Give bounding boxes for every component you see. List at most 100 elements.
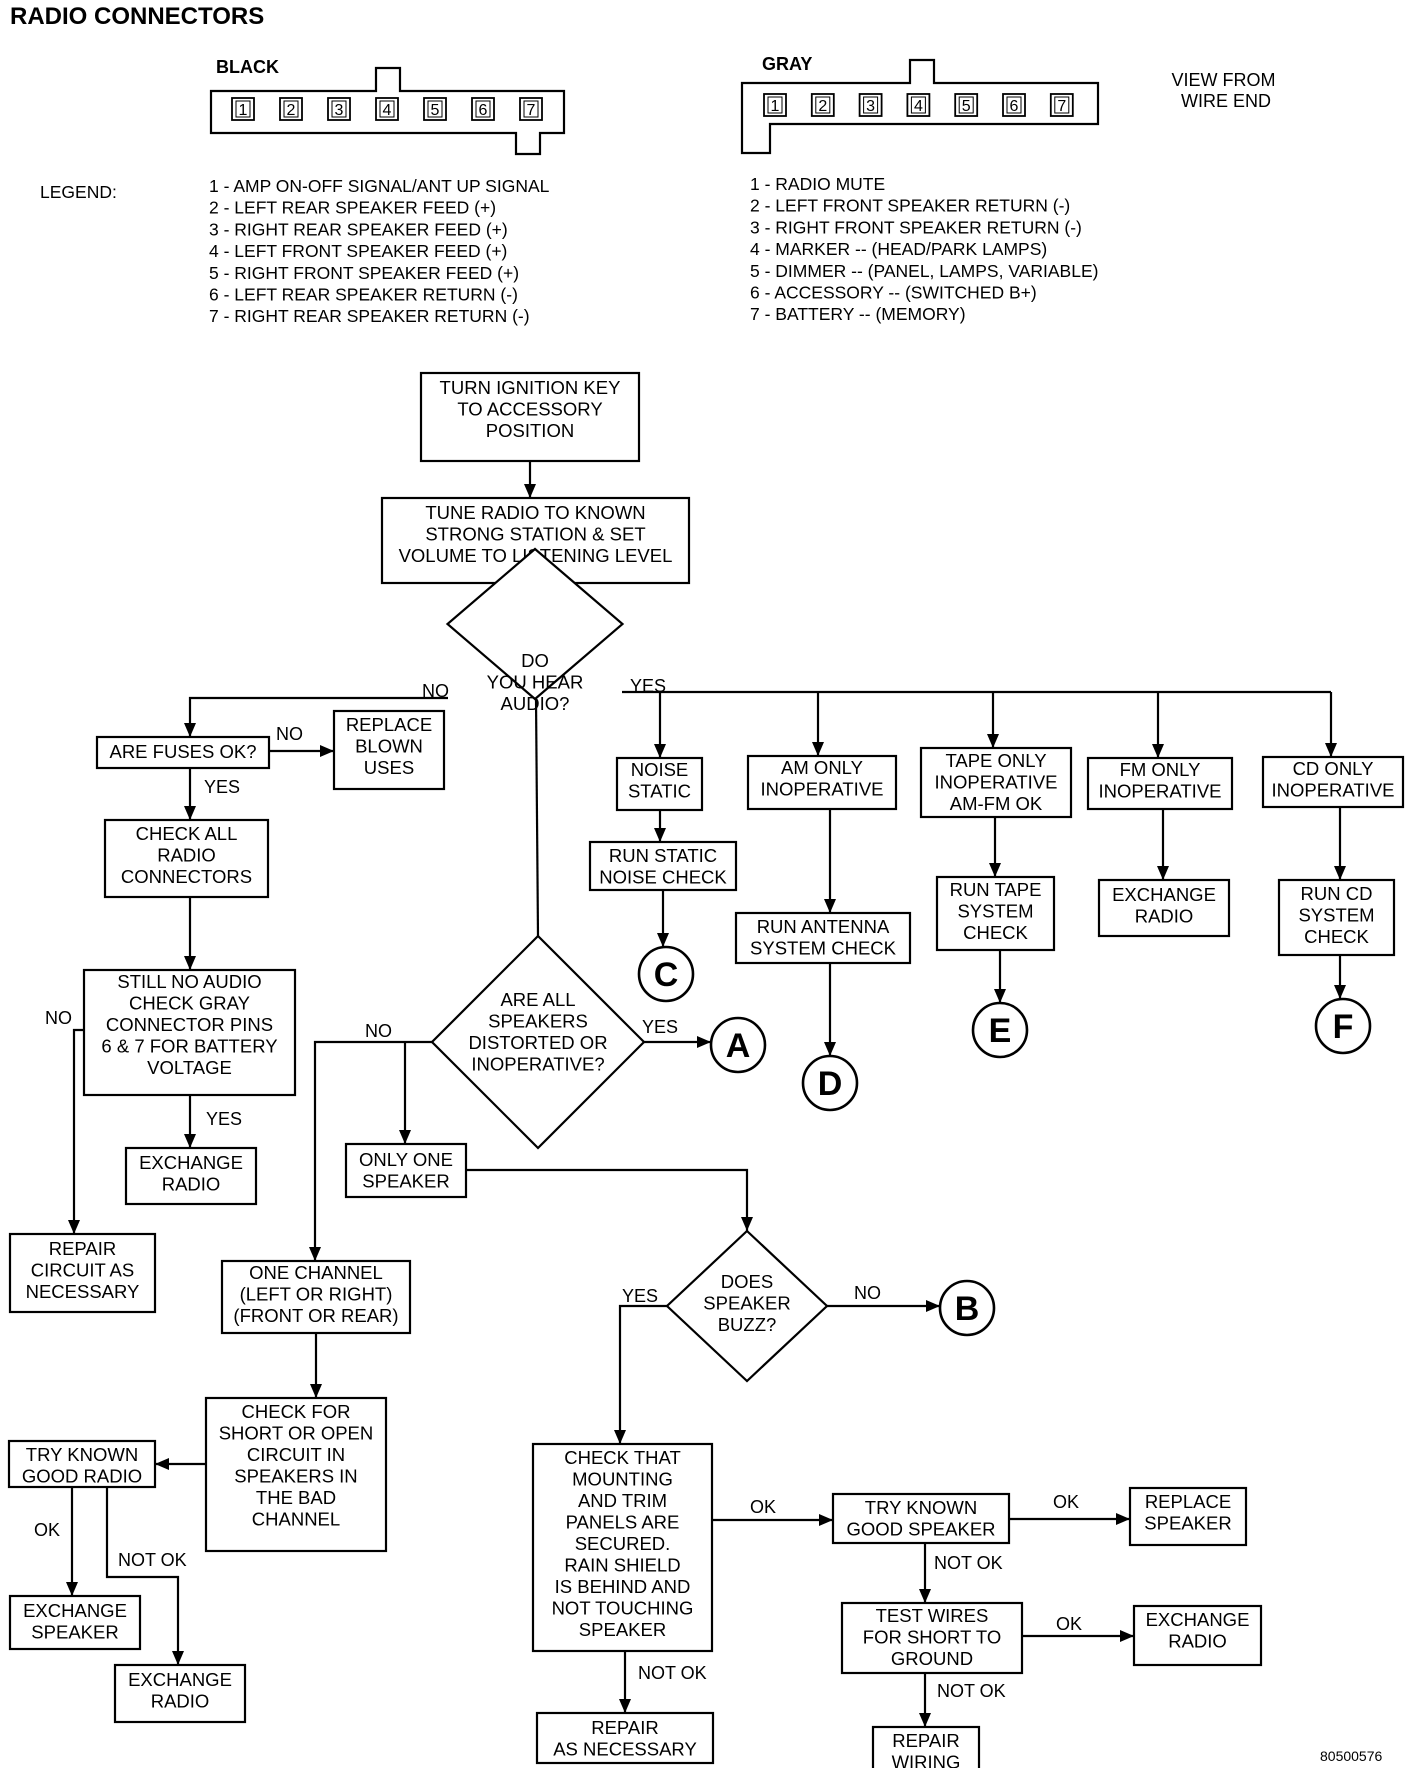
legend-black-item: 7 - RIGHT REAR SPEAKER RETURN (-)	[209, 306, 530, 326]
branch-label-mounting-not-ok: NOT OK	[638, 1663, 707, 1683]
flow-arrow	[619, 1651, 631, 1713]
black-connector-pin	[519, 97, 543, 121]
flow-arrow	[1009, 1513, 1130, 1525]
flow-arrow	[66, 1487, 78, 1596]
flow-arrow	[1022, 1630, 1134, 1642]
branch-label-speakers-no: NO	[365, 1021, 392, 1041]
flow-arrow	[919, 1673, 931, 1727]
branch-label-speaker-ok: OK	[1053, 1492, 1079, 1512]
branch-label-buzz-no: NO	[854, 1283, 881, 1303]
flow-arrow	[524, 461, 536, 498]
gray-connector-pin-number: 6	[1010, 98, 1019, 115]
flow-arrow	[310, 1333, 322, 1398]
connector-circle-a: A	[709, 1016, 767, 1074]
black-connector-label: BLACK	[216, 57, 279, 77]
gray-connector-pin	[858, 93, 883, 117]
flow-node-fuses: ARE FUSES OK?	[95, 735, 271, 770]
gray-connector-pin	[906, 93, 931, 117]
connector-circle-f: F	[1314, 997, 1372, 1055]
flow-arrow	[919, 1543, 931, 1603]
black-connector-pin-number: 6	[479, 102, 488, 119]
flow-arrow	[994, 950, 1006, 1003]
gray-connector-pin	[1049, 93, 1074, 117]
gray-connector-pin-number: 7	[1057, 98, 1066, 115]
legend-gray-item: 2 - LEFT FRONT SPEAKER RETURN (-)	[750, 196, 1070, 216]
black-connector-pin-number: 4	[383, 102, 392, 119]
branch-label-wires-ok: OK	[1056, 1614, 1082, 1634]
branch-label-audio-yes: YES	[630, 676, 666, 696]
legend-gray-item: 7 - BATTERY -- (MEMORY)	[750, 304, 966, 324]
flow-arrow	[466, 1168, 753, 1231]
gray-connector-pin-number: 3	[866, 98, 875, 115]
gray-connector-pin-number: 5	[962, 98, 971, 115]
gray-connector-pin	[810, 93, 835, 117]
black-connector-pin-number: 2	[287, 102, 296, 119]
flow-arrow	[644, 1036, 711, 1048]
black-connector-pin	[375, 97, 399, 121]
flow-arrow	[399, 1042, 411, 1144]
flow-node-one-channel: ONE CHANNEL(LEFT OR RIGHT)(FRONT OR REAR…	[220, 1259, 412, 1335]
flow-arrow	[654, 692, 666, 758]
black-connector-pin-number: 7	[527, 102, 536, 119]
flow-arrow	[657, 890, 669, 947]
flow-arrow	[712, 1514, 833, 1526]
legend-gray-item: 3 - RIGHT FRONT SPEAKER RETURN (-)	[750, 217, 1082, 237]
branch-label-audio-no: NO	[422, 681, 449, 701]
svg-text:C: C	[654, 956, 679, 994]
black-connector-pin	[279, 97, 303, 121]
flow-arrow	[614, 1304, 667, 1444]
legend-gray-item: 5 - DIMMER -- (PANEL, LAMPS, VARIABLE)	[750, 261, 1098, 281]
gray-connector-pin-number: 1	[771, 98, 780, 115]
flow-arrow	[1334, 807, 1346, 880]
black-connector-pin	[231, 97, 255, 121]
branch-label-buzz-yes: YES	[622, 1286, 658, 1306]
flow-arrow	[68, 1028, 84, 1234]
black-connector-pin-number: 3	[335, 102, 344, 119]
branch-label-still-no: NO	[45, 1008, 72, 1028]
flow-arrow	[1152, 692, 1164, 758]
legend-gray-list: 1 - RADIO MUTE 2 - LEFT FRONT SPEAKER RE…	[750, 174, 1103, 324]
gray-connector-pin	[1002, 93, 1026, 117]
black-connector-pin	[423, 97, 447, 121]
legend-black-item: 3 - RIGHT REAR SPEAKER FEED (+)	[209, 219, 508, 239]
branch-label-still-yes: YES	[206, 1109, 242, 1129]
black-connector-pin	[327, 97, 351, 121]
black-connector-pin	[471, 97, 495, 121]
flow-arrow	[989, 817, 1001, 877]
svg-text:E: E	[989, 1012, 1012, 1050]
gray-connector-pin-number: 4	[914, 98, 923, 115]
figure-id: 80500576	[1320, 1748, 1383, 1764]
connector-circle-c: C	[637, 945, 695, 1003]
flow-arrow	[184, 768, 196, 820]
legend-black-item: 5 - RIGHT FRONT SPEAKER FEED (+)	[209, 263, 519, 283]
